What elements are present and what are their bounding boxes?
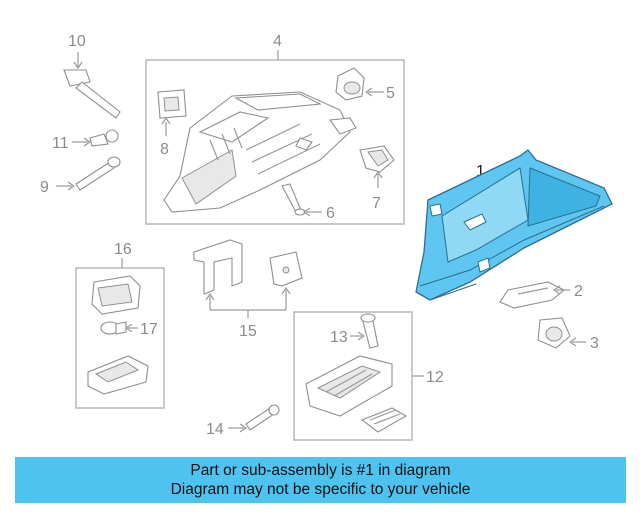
part-7-latch[interactable] xyxy=(359,145,395,173)
part-6-pin[interactable] xyxy=(281,183,306,216)
callout-1[interactable]: 1 xyxy=(476,163,485,180)
callout-4[interactable]: 4 xyxy=(273,33,282,50)
part-16-switch[interactable] xyxy=(91,275,141,315)
part-3-damper[interactable] xyxy=(537,317,571,349)
part-11-screw[interactable] xyxy=(89,129,119,147)
glove-box-compartment[interactable] xyxy=(415,149,613,301)
callout-10[interactable]: 10 xyxy=(68,33,86,50)
callout-8[interactable]: 8 xyxy=(160,141,169,158)
banner-line-1: Part or sub-assembly is #1 in diagram xyxy=(190,462,451,479)
part-17-bulb[interactable] xyxy=(100,321,127,335)
part-15-bracket-b[interactable] xyxy=(269,251,303,287)
callout-11[interactable]: 11 xyxy=(52,135,69,152)
group-box-4 xyxy=(145,59,405,225)
info-banner: Part or sub-assembly is #1 in diagram Di… xyxy=(15,457,626,503)
callout-17[interactable]: 17 xyxy=(140,321,158,338)
parts-diagram: 4 8 5 7 6 10 xyxy=(40,33,613,441)
part-5-clip[interactable] xyxy=(335,67,365,101)
callout-9[interactable]: 9 xyxy=(40,179,49,196)
part-9-rod[interactable] xyxy=(75,156,121,191)
callout-2[interactable]: 2 xyxy=(574,283,583,300)
callout-15[interactable]: 15 xyxy=(239,323,257,340)
callout-16[interactable]: 16 xyxy=(114,241,132,258)
part-2-bracket[interactable] xyxy=(499,281,565,309)
callout-13[interactable]: 13 xyxy=(330,329,348,346)
callout-7[interactable]: 7 xyxy=(372,195,381,212)
part-12-damper[interactable] xyxy=(305,355,393,417)
glove-box-housing[interactable] xyxy=(163,91,357,213)
part-16-lamp-housing[interactable] xyxy=(87,355,149,395)
part-14-screw[interactable] xyxy=(245,404,280,431)
banner-line-2: Diagram may not be specific to your vehi… xyxy=(170,481,471,498)
part-12-pad[interactable] xyxy=(360,407,408,433)
part-10-wiring[interactable] xyxy=(63,69,121,119)
part-8-bracket[interactable] xyxy=(157,89,187,119)
callout-5[interactable]: 5 xyxy=(386,85,395,102)
callout-3[interactable]: 3 xyxy=(590,335,599,352)
callout-6[interactable]: 6 xyxy=(326,205,335,222)
callout-14[interactable]: 14 xyxy=(206,421,224,438)
callout-12[interactable]: 12 xyxy=(426,369,444,386)
part-15-bracket-a[interactable] xyxy=(193,239,243,295)
part-13-fastener[interactable] xyxy=(360,313,379,349)
group-box-12 xyxy=(293,311,413,441)
group-box-16 xyxy=(75,267,165,409)
